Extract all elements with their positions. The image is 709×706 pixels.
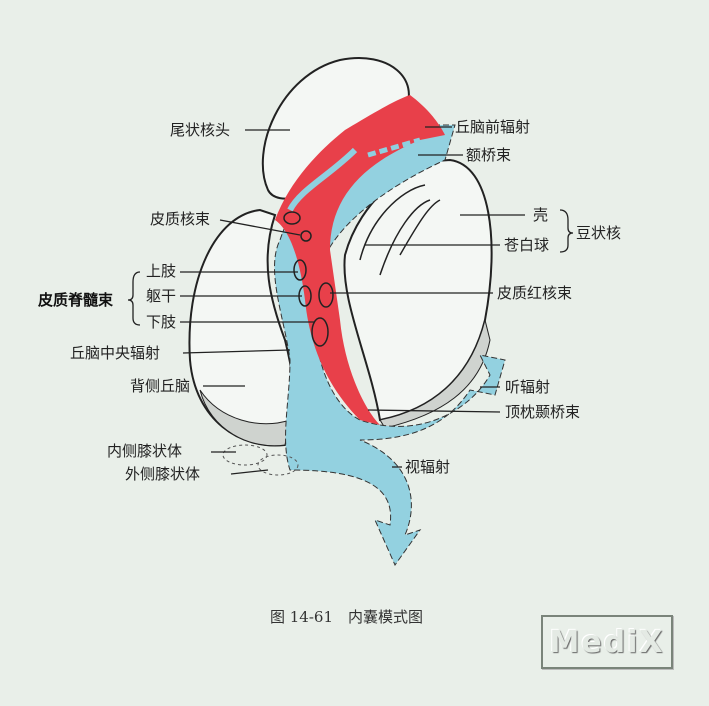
label-trunk: 躯干 — [146, 287, 177, 305]
label-acoustic-radiation: 听辐射 — [505, 378, 551, 396]
label-corticorubral-tract: 皮质红核束 — [497, 284, 573, 302]
label-medial-geniculate: 内侧膝状体 — [107, 442, 183, 460]
leader-lines — [127, 126, 574, 475]
label-lentiform-nucleus: 豆状核 — [576, 224, 622, 242]
watermark-logo: MediX — [541, 615, 673, 669]
label-caudate-head: 尾状核头 — [170, 121, 231, 139]
label-parieto-occipito-temporopontine: 顶枕颞桥束 — [505, 403, 581, 421]
label-anterior-thalamic-radiation: 丘脑前辐射 — [455, 118, 531, 136]
label-upper-limb: 上肢 — [146, 262, 177, 280]
label-globus-pallidus: 苍白球 — [504, 236, 550, 254]
figure-caption: 图 14-61 内囊模式图 — [270, 608, 424, 626]
thalamus-shading — [199, 389, 291, 447]
red-fiber-path — [275, 95, 445, 425]
label-lower-limb: 下肢 — [146, 313, 177, 331]
lentiform-shading — [379, 319, 491, 429]
label-corticonuclear-tract: 皮质核束 — [150, 210, 211, 228]
label-central-thalamic-radiation: 丘脑中央辐射 — [70, 344, 161, 362]
label-optic-radiation: 视辐射 — [405, 458, 451, 476]
label-corticospinal-tract: 皮质脊髓束 — [38, 291, 114, 309]
label-putamen: 壳 — [533, 206, 549, 224]
label-lateral-geniculate: 外侧膝状体 — [125, 465, 201, 483]
blue-fiber-path — [274, 124, 506, 567]
label-dorsal-thalamus: 背侧丘脑 — [130, 377, 191, 395]
label-frontopontine-tract: 额桥束 — [466, 146, 512, 164]
